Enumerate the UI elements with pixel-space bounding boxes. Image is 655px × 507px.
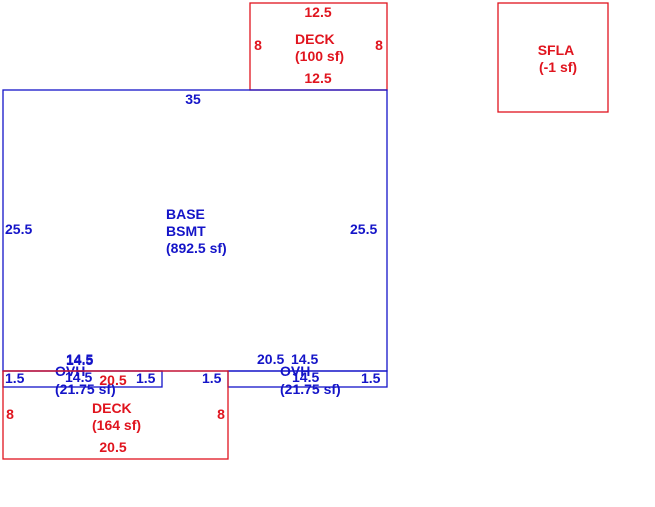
base-dim-top: 35 (185, 91, 201, 107)
deck-bottom-area-label: (164 sf) (92, 417, 141, 433)
deck-top-dim-bottom: 12.5 (304, 70, 331, 86)
base-dim-left: 25.5 (5, 221, 32, 237)
ovh-left-area[interactable]: 1.5 1.5 OVH 14.5 (21.75 sf) (2, 363, 163, 397)
base-label-line1: BASE (166, 206, 205, 222)
ovh-left-area-label: (21.75 sf) (55, 381, 116, 397)
base-label-line2: BSMT (166, 223, 206, 239)
sfla-area[interactable]: SFLA (-1 sf) (497, 2, 609, 113)
sfla-outline (497, 2, 609, 113)
base-bsmt-area[interactable]: 35 25.5 25.5 BASE BSMT (892.5 sf) 14.5 1… (2, 89, 388, 372)
deck-bottom-dim-right: 8 (217, 406, 225, 422)
sfla-area-label: (-1 sf) (539, 59, 577, 75)
ovh-right-dim: 14.5 (292, 369, 319, 385)
sfla-label: SFLA (538, 42, 575, 58)
deck-top-label: DECK (295, 31, 335, 47)
base-area-label: (892.5 sf) (166, 240, 227, 256)
deck-bottom-outline (2, 370, 229, 460)
deck-top-dim-top: 12.5 (304, 4, 331, 20)
ovh-right-area[interactable]: 1.5 1.5 OVH 14.5 (21.75 sf) (202, 363, 388, 397)
deck-bottom-dim-bottom: 20.5 (99, 439, 126, 455)
deck-top-dim-left: 8 (254, 37, 262, 53)
ovh-right-area-label: (21.75 sf) (280, 381, 341, 397)
base-dim-bottom-right-a: 20.5 (257, 351, 284, 367)
deck-bottom-area[interactable]: 20.5 20.5 8 8 DECK (164 sf) (2, 370, 229, 460)
ovh-left-dim-right: 1.5 (136, 370, 156, 386)
deck-bottom-dim-top: 20.5 (99, 372, 126, 388)
base-dim-bottom-left-2: 14.5 (66, 352, 93, 368)
ovh-right-dim-right: 1.5 (361, 370, 381, 386)
ovh-right-dim-left: 1.5 (202, 370, 222, 386)
deck-bottom-dim-left: 8 (6, 406, 14, 422)
ovh-right-label: OVH (280, 363, 310, 379)
deck-top-dim-right: 8 (375, 37, 383, 53)
base-dim-bottom-left: 14.5 (66, 351, 93, 367)
ovh-left-dim-left: 1.5 (5, 370, 25, 386)
deck-bottom-label: DECK (92, 400, 132, 416)
base-dim-right: 25.5 (350, 221, 377, 237)
deck-top-area-label: (100 sf) (295, 48, 344, 64)
deck-top-area[interactable]: 12.5 12.5 8 8 DECK (100 sf) (249, 2, 388, 91)
ovh-left-dim: 14.5 (65, 369, 92, 385)
base-dim-bottom-right-b: 14.5 (291, 351, 318, 367)
